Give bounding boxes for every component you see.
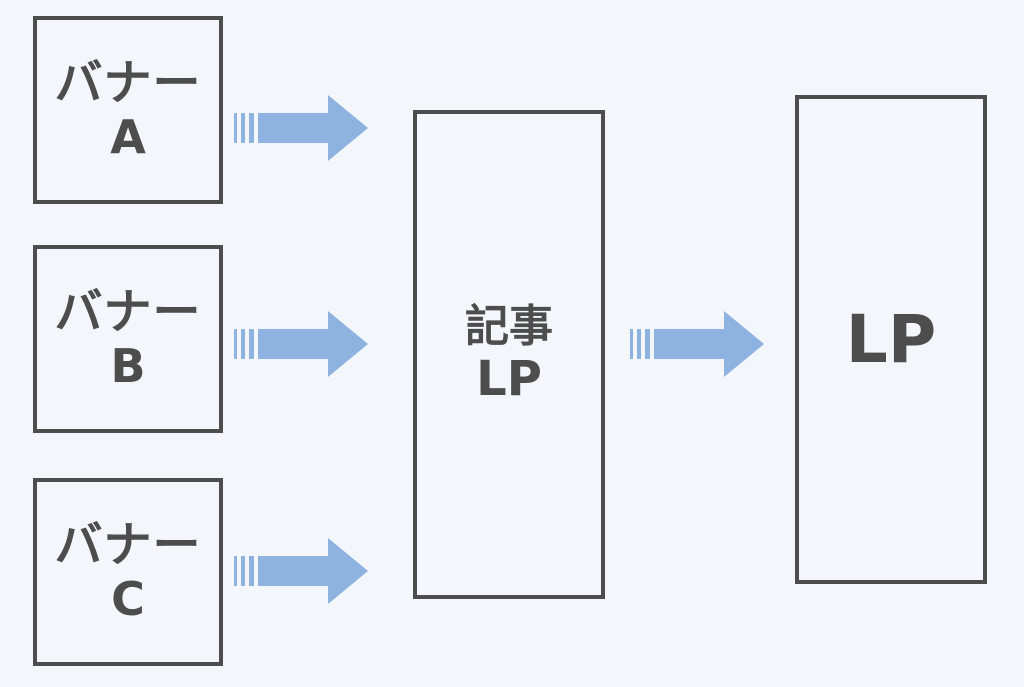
banner-c-letter: C — [111, 572, 145, 627]
banner-b-label: バナー — [54, 283, 202, 340]
banner-c-box: バナー C — [33, 478, 223, 666]
article-lp-line2: LP — [476, 351, 542, 408]
right-arrow-icon — [234, 95, 368, 161]
article-lp-line1: 記事 — [465, 300, 553, 352]
article-lp-box: 記事 LP — [413, 110, 605, 599]
banner-c-label: バナー — [54, 516, 202, 573]
banner-b-box: バナー B — [33, 245, 223, 433]
banner-a-label: バナー — [54, 54, 202, 111]
right-arrow-icon — [234, 311, 368, 377]
lp-box: LP — [795, 95, 987, 584]
lp-label: LP — [845, 300, 937, 378]
right-arrow-icon — [630, 311, 764, 377]
banner-a-box: バナー A — [33, 16, 223, 204]
right-arrow-icon — [234, 538, 368, 604]
banner-b-letter: B — [110, 339, 146, 394]
banner-a-letter: A — [110, 110, 146, 165]
